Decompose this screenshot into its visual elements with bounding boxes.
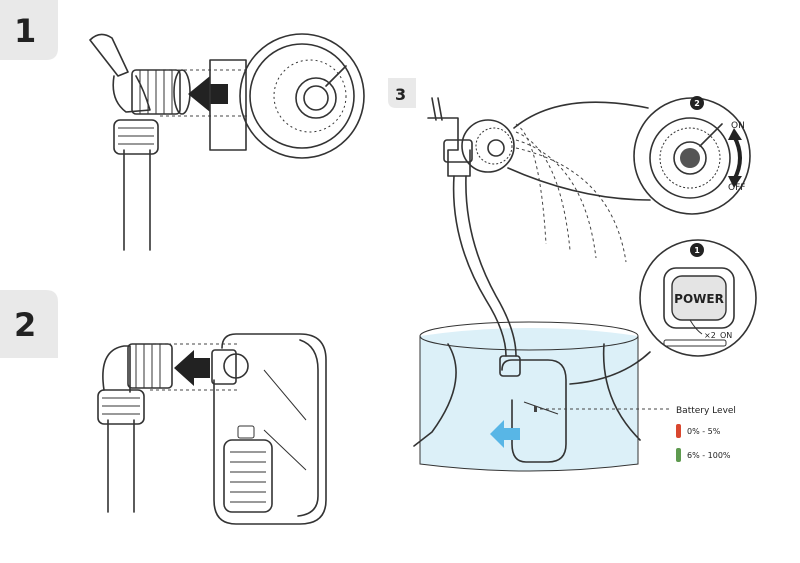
power-press-label: ×2 [704, 331, 716, 340]
power-callout-marker: 1 [694, 246, 700, 255]
step-1-number: 1 [14, 12, 36, 50]
battery-high-indicator [676, 448, 681, 462]
battery-legend: Battery Level 0% - 5% 6% - 100% [534, 406, 736, 462]
battery-low-indicator [676, 424, 681, 438]
dial-zoom-callout: ON OFF 2 [507, 96, 751, 215]
step-1-illustration [89, 33, 365, 251]
dial-callout-marker: 2 [694, 99, 700, 108]
dial-off-label: OFF [728, 183, 745, 193]
step-3-badge: 3 [388, 78, 416, 108]
battery-level-title: Battery Level [676, 406, 736, 416]
dial-on-label: ON [731, 121, 745, 131]
step-3-number: 3 [395, 85, 406, 104]
step-2-illustration [97, 333, 327, 525]
power-zoom-callout: POWER ×2 ON 1 [569, 239, 757, 385]
battery-low-range: 0% - 5% [687, 427, 721, 436]
battery-high-range: 6% - 100% [687, 451, 731, 460]
power-button-label: POWER [674, 292, 724, 306]
power-on-label: ON [720, 331, 732, 340]
step-2-number: 2 [14, 306, 36, 344]
step-3-illustration [413, 97, 641, 472]
step-2-badge: 2 [0, 290, 58, 358]
step-1-badge: 1 [0, 0, 58, 60]
